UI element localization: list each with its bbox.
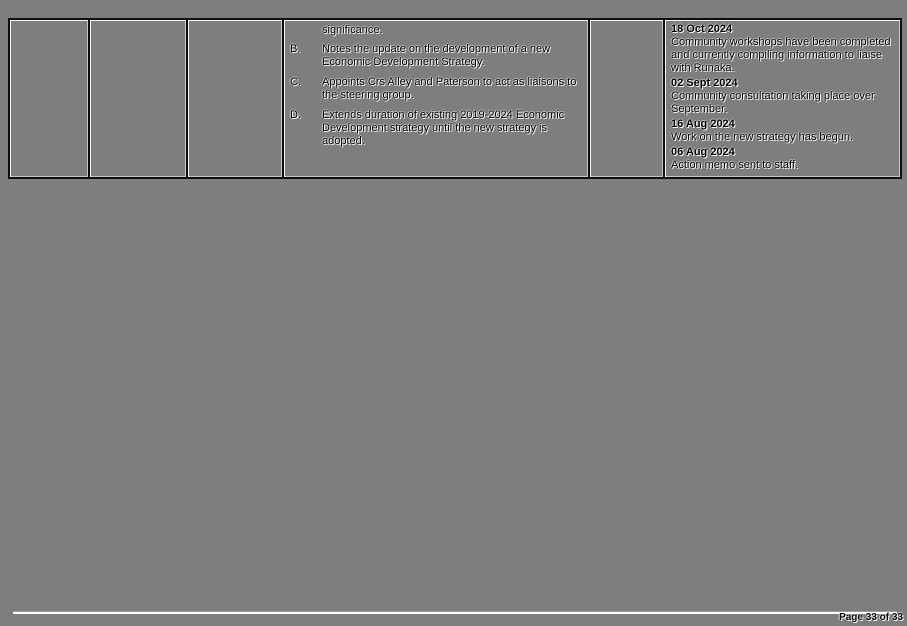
status-update: 06 Aug 2024 Action memo sent to staff. <box>671 146 896 172</box>
table-cell-empty-4 <box>588 18 665 179</box>
resolution-intro-text: significance. <box>322 24 383 36</box>
resolution-item: C. Appoints Crs Alley and Paterson to ac… <box>290 76 584 102</box>
table-cell-empty-3 <box>186 18 284 179</box>
status-update-date: 16 Aug 2024 <box>671 118 735 130</box>
status-update-date: 02 Sept 2024 <box>671 77 738 89</box>
resolution-item-letter: D. <box>290 109 301 121</box>
resolution-item-text: Extends duration of existing 2019-2024 E… <box>322 109 565 147</box>
resolution-item-text: Appoints Crs Alley and Paterson to act a… <box>322 76 577 101</box>
status-update-date: 06 Aug 2024 <box>671 146 735 158</box>
status-update-text: Action memo sent to staff. <box>671 159 798 171</box>
resolution-item: B. Notes the update on the development o… <box>290 43 584 69</box>
table-cell-resolution: significance. B. Notes the update on the… <box>282 18 590 179</box>
table-cell-empty-2 <box>88 18 188 179</box>
table-row: significance. B. Notes the update on the… <box>8 18 902 179</box>
status-update-text: Community consultation taking place over… <box>671 90 875 115</box>
status-update-text: Community workshops have been completed … <box>671 36 891 74</box>
table-cell-empty-1 <box>8 18 90 179</box>
status-update: 16 Aug 2024 Work on the new strategy has… <box>671 118 896 144</box>
resolution-item-text: Notes the update on the development of a… <box>322 43 551 68</box>
resolution-item: D. Extends duration of existing 2019-202… <box>290 109 584 148</box>
status-update: 18 Oct 2024 Community workshops have bee… <box>671 23 896 75</box>
status-update-text: Work on the new strategy has begun. <box>671 131 854 143</box>
table-cell-status-updates: 18 Oct 2024 Community workshops have bee… <box>663 18 902 179</box>
page-number-label: Page 33 of 33 <box>839 612 903 623</box>
resolution-item-letter: C. <box>290 76 301 88</box>
resolution-item-letter: B. <box>290 43 301 55</box>
footer-divider <box>13 611 897 614</box>
status-update: 02 Sept 2024 Community consultation taki… <box>671 77 896 116</box>
action-items-table: significance. B. Notes the update on the… <box>8 18 902 179</box>
status-update-date: 18 Oct 2024 <box>671 23 733 35</box>
